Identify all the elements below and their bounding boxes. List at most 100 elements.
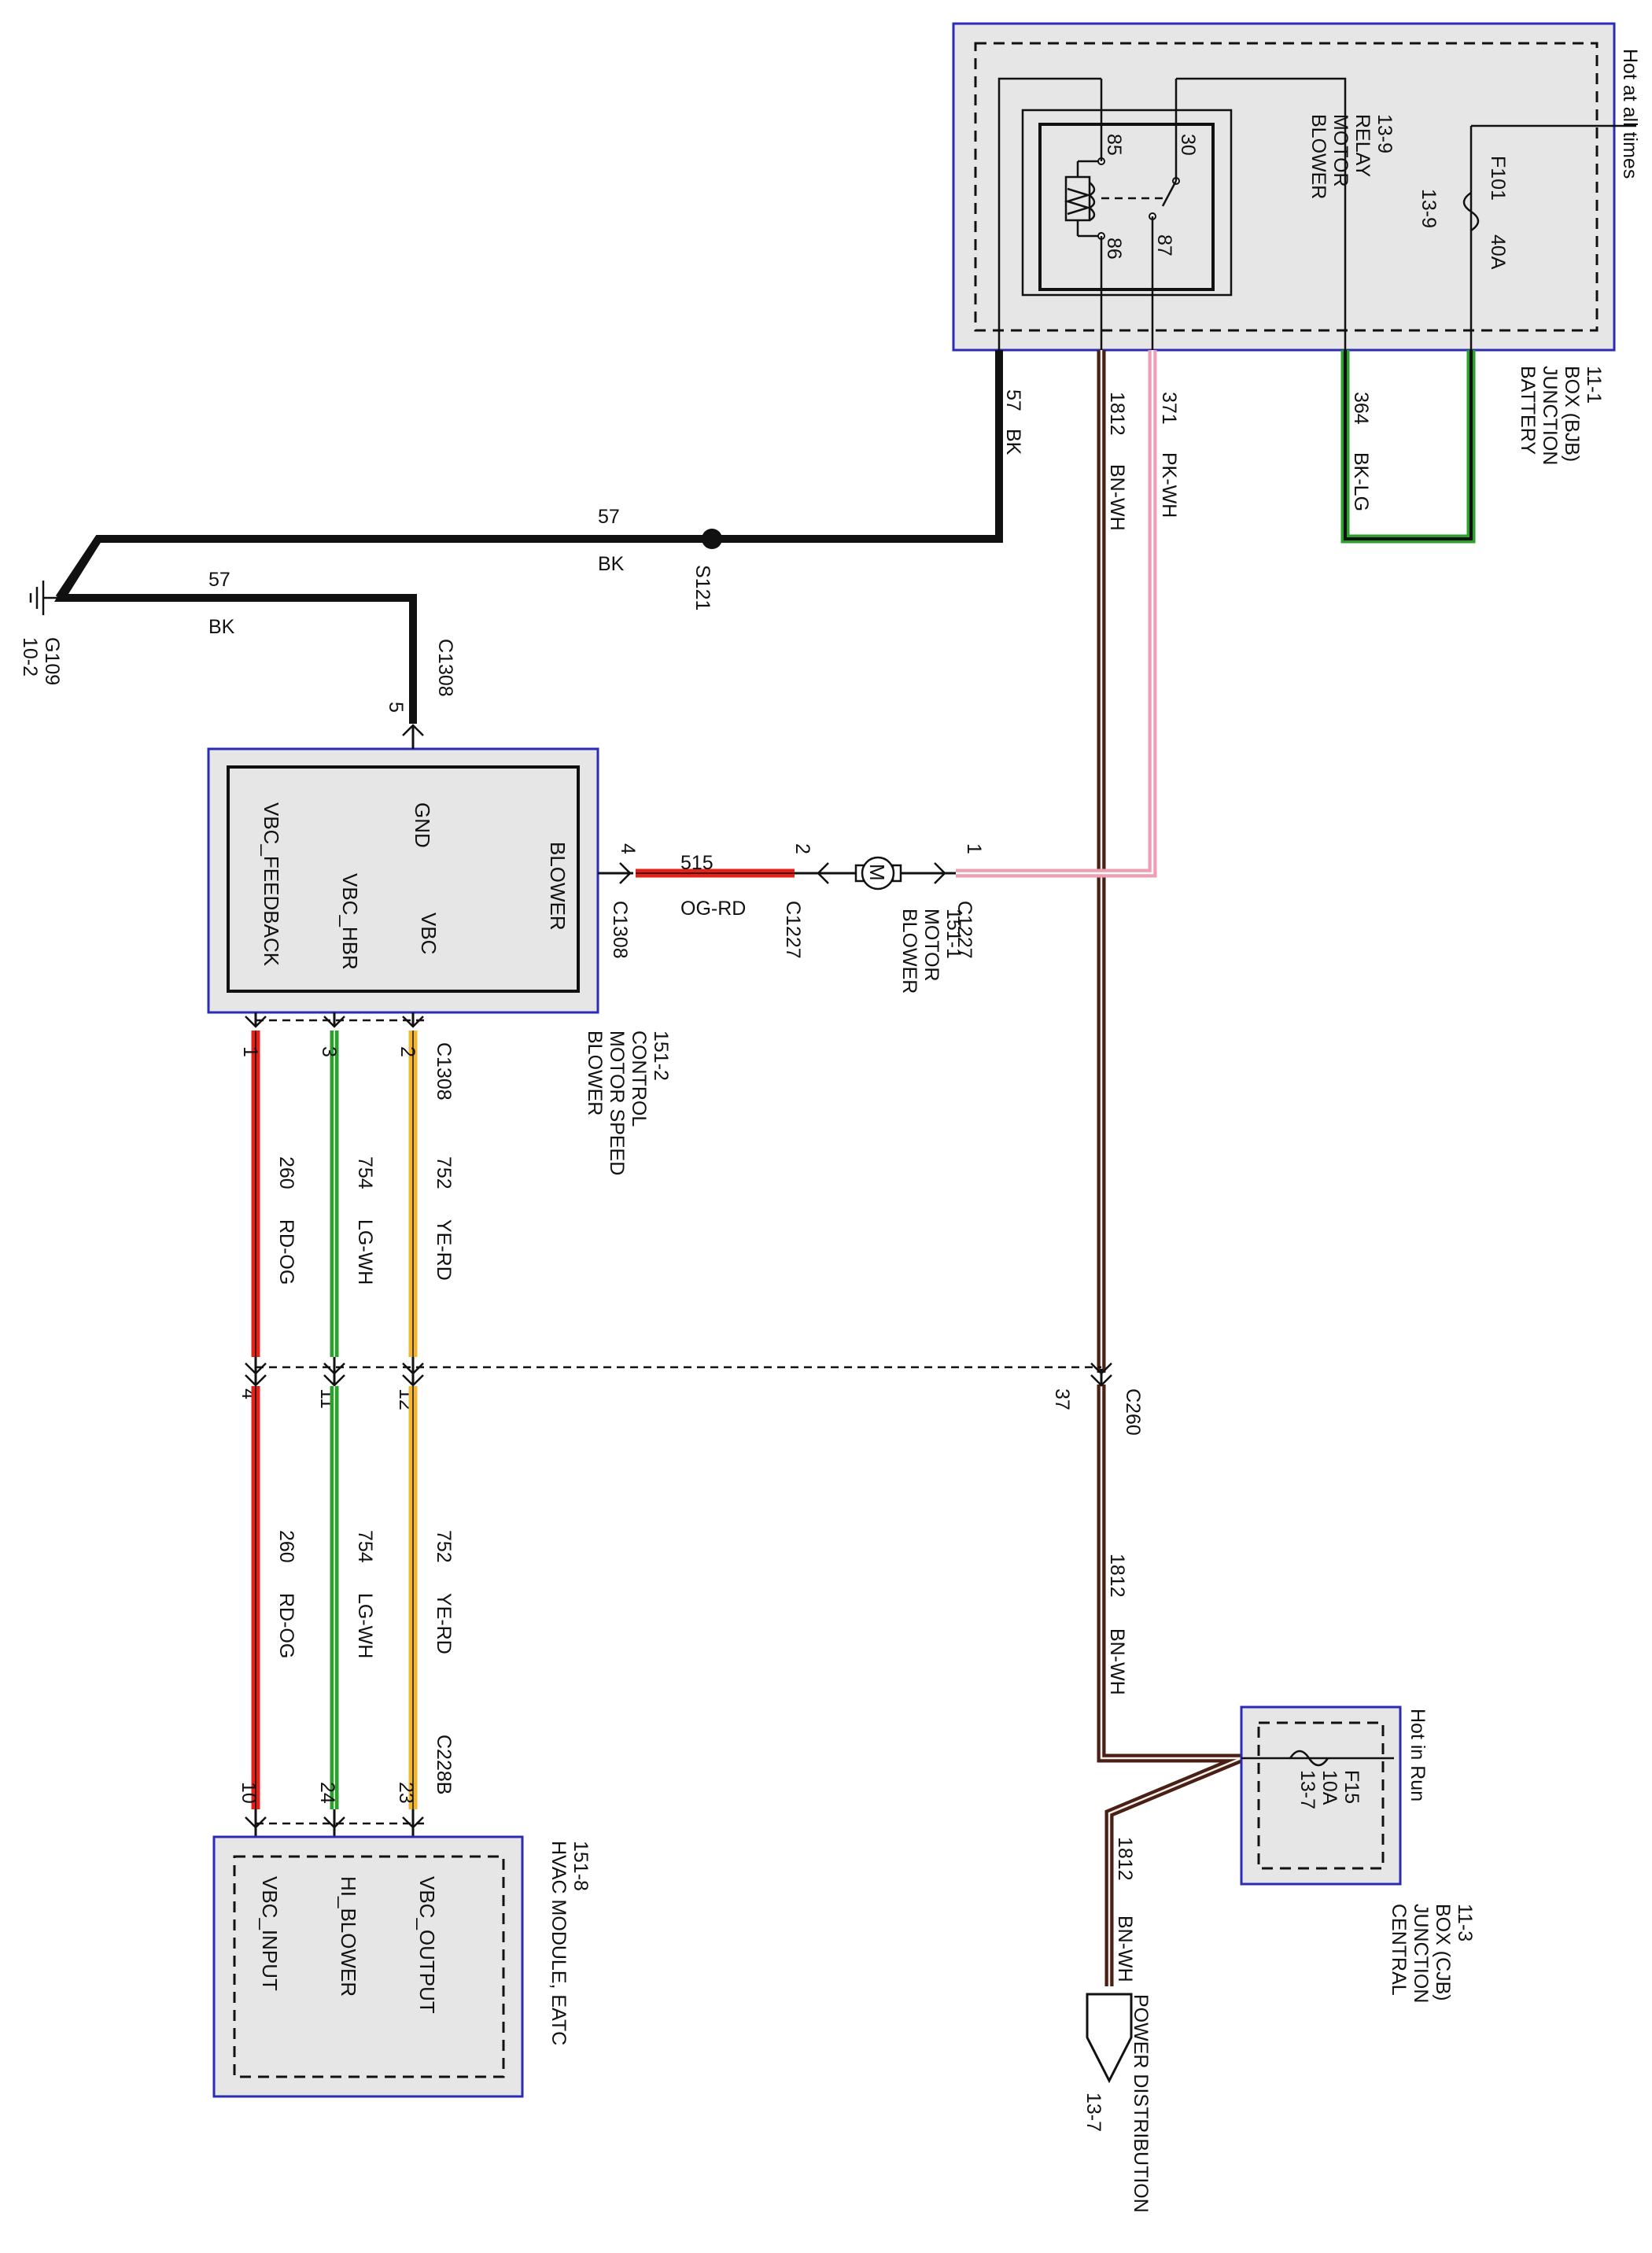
c1308-pin-3: 3: [318, 1046, 340, 1057]
cjb-name-text-line: BOX (CJB): [1432, 1904, 1454, 2001]
signal-wires-lower: [251, 1386, 418, 1809]
wire-57-color-vert: BK: [1002, 429, 1024, 455]
pin-vbc-feedback: VBC_FEEDBACK: [260, 802, 283, 967]
splice-s121-dot: [702, 529, 722, 549]
blower-motor-name-text-line: MOTOR: [920, 909, 942, 982]
bjb-name-text: BATTERYJUNCTIONBOX (BJB)11-1: [1517, 366, 1605, 465]
pin-vbc-output: VBC_OUTPUT: [415, 1876, 439, 2014]
wire-364-bk-lg: [1340, 350, 1476, 544]
relay-name-line: 13-9: [1374, 114, 1396, 153]
wire-752a-circuit: 752: [433, 1156, 455, 1189]
cjb-fuse-id: F15: [1340, 1770, 1363, 1804]
c260-id: C260: [1122, 1388, 1144, 1436]
cjb-name-text-line: 11-3: [1454, 1904, 1476, 1941]
pin-gnd: GND: [411, 802, 434, 848]
bjb-hot-label: Hot at all times: [1619, 49, 1641, 179]
wire-260a-circuit: 260: [275, 1156, 297, 1189]
c1227-pin-1: 1: [963, 843, 985, 854]
c1308-pin-1: 1: [239, 1046, 261, 1057]
cjb-name: CENTRALJUNCTIONBOX (CJB)11-3: [1388, 1904, 1476, 2003]
central-junction-box: F15 10A 13-7 Hot in Run: [1240, 1705, 1429, 1886]
splice-s121-label: S121: [691, 565, 714, 610]
relay-name-line: BLOWER: [1307, 114, 1329, 199]
fuse-f101: F101 40A 13-9: [1418, 156, 1509, 270]
ground-g109: G109 10-2: [19, 581, 63, 685]
blower-motor-name-text: BLOWERMOTOR151-1: [898, 909, 964, 994]
pin-hi-blower: HI_BLOWER: [337, 1876, 360, 1997]
c260-pin-37: 37: [1051, 1388, 1073, 1410]
blower-motor-name: BLOWERMOTOR151-1: [898, 909, 964, 994]
hvac-module: VBC_OUTPUT HI_BLOWER VBC_INPUT: [212, 1835, 524, 2098]
cjb-fuse-ref: 13-7: [1296, 1770, 1318, 1809]
bmsc-name-text: BLOWERMOTOR SPEEDCONTROL151-2: [584, 1031, 672, 1175]
hvac-name: HVAC MODULE, EATC151-8: [548, 1841, 592, 2045]
wire-515-og-rd: [598, 862, 857, 884]
pin-vbc-input: VBC_INPUT: [258, 1876, 282, 1991]
power-dist-ref: 13-7: [1082, 2093, 1104, 2132]
wire-371-pk-wh: [956, 350, 1157, 878]
c1308-gnd-id: C1308: [434, 639, 456, 697]
relay-name-line: RELAY: [1351, 114, 1374, 177]
wire-1812-circuit-top: 1812: [1106, 392, 1128, 436]
wire-1812-color-bot: BN-WH: [1114, 1916, 1136, 1982]
fuse-f101-ref: 13-9: [1418, 189, 1440, 228]
wire-371-color: PK-WH: [1158, 452, 1180, 518]
wire-260b-circuit: 260: [275, 1530, 297, 1563]
bjb-name-text-line: BATTERY: [1517, 366, 1539, 455]
wire-754b-color: LG-WH: [354, 1593, 376, 1658]
c228b-pin-24: 24: [316, 1782, 338, 1804]
c1227-id-1: C1227: [953, 901, 975, 959]
bjb-name: BATTERYJUNCTIONBOX (BJB)11-1: [1517, 366, 1605, 465]
wire-371-circuit: 371: [1158, 392, 1180, 425]
connector-c228b: C228B 23 24 10: [238, 1735, 455, 1837]
wire-1812-circuit-mid: 1812: [1106, 1554, 1128, 1598]
wire-1812-bn-wh: [1097, 350, 1244, 1986]
c1308-bottom-connectors: [245, 1012, 425, 1028]
pin-blower: BLOWER: [546, 842, 570, 931]
wire-364-circuit: 364: [1350, 392, 1372, 425]
wire-752b-color: YE-RD: [433, 1593, 455, 1654]
blower-motor: M: [854, 856, 956, 891]
wire-57-color-top: BK: [598, 553, 625, 575]
c1308-blower-pin: 4: [617, 843, 639, 854]
bjb-name-text-line: JUNCTION: [1539, 366, 1561, 465]
wire-57-circuit-top: 57: [598, 506, 620, 528]
wire-364-color: BK-LG: [1350, 452, 1372, 511]
signal-wires-upper: [245, 1012, 425, 1357]
wire-515-color: OG-RD: [680, 898, 746, 920]
hvac-name-text-line: 151-8: [570, 1841, 592, 1891]
power-distribution-ref: POWER DISTRIBUTION 13-7: [1082, 1993, 1152, 2213]
c1308-blower-id: C1308: [609, 901, 631, 959]
c228b-pin-10: 10: [238, 1782, 260, 1804]
wire-1812-color-mid: BN-WH: [1106, 1628, 1128, 1695]
c1227-pin-2: 2: [791, 843, 813, 854]
wire-515-circuit: 515: [680, 852, 714, 874]
blower-motor-name-text-line: 151-1: [942, 909, 964, 959]
svg-text:BLOWERMOTORRELAY13-9: BLOWERMOTORRELAY13-9: [1307, 114, 1396, 199]
wire-57-circuit-low: 57: [208, 569, 230, 591]
connector-c260: C260 12 11 4 37: [238, 1357, 1144, 1436]
wire-754a-color: LG-WH: [354, 1219, 376, 1285]
hvac-name-text: HVAC MODULE, EATC151-8: [548, 1841, 592, 2045]
bmsc-name-text-line: 151-2: [650, 1031, 672, 1081]
bjb-name-text-line: BOX (BJB): [1561, 366, 1583, 462]
c1308-pin-2: 2: [396, 1046, 419, 1057]
wire-260b-color: RD-OG: [275, 1593, 297, 1658]
cjb-fuse-rating: 10A: [1318, 1770, 1340, 1805]
bjb-name-text-line: 11-1: [1583, 366, 1605, 404]
relay-pin-87: 87: [1153, 234, 1175, 256]
relay-pin-85: 85: [1103, 134, 1125, 156]
battery-junction-box: 85 86 30 87 BLOWERMOTORRELAY13-9 F101 40…: [952, 22, 1641, 352]
c1308-bottom-id: C1308: [433, 1042, 455, 1101]
connector-c1308-gnd: C1308 5: [385, 639, 456, 749]
wire-1812-circuit-bot: 1812: [1114, 1837, 1136, 1881]
fuse-f101-rating: 40A: [1487, 234, 1509, 270]
c228b-id: C228B: [433, 1735, 455, 1794]
c228b-pin-23: 23: [395, 1782, 417, 1804]
bmsc-name-text-line: CONTROL: [628, 1031, 650, 1126]
bmsc-name: BLOWERMOTOR SPEEDCONTROL151-2: [584, 1031, 672, 1175]
power-dist-name: POWER DISTRIBUTION: [1130, 1994, 1152, 2213]
wire-752a-color: YE-RD: [433, 1219, 455, 1281]
blower-motor-relay: 85 86 30 87 BLOWERMOTORRELAY13-9: [1021, 79, 1396, 350]
pin-vbc-hbr: VBC_HBR: [338, 873, 362, 970]
